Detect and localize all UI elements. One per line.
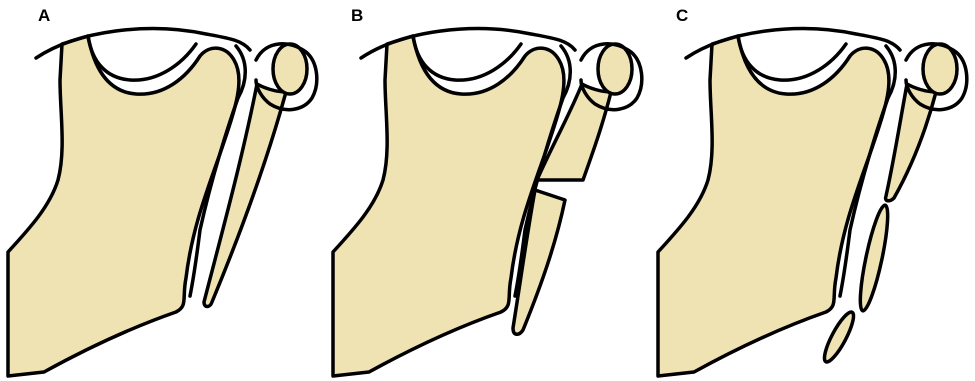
- styloid-segment-3-c: [820, 309, 859, 365]
- diagram-c: [650, 0, 975, 381]
- panel-a: A: [0, 0, 325, 381]
- mastoid-process-c: [923, 44, 957, 94]
- fossa-outline-b: [413, 36, 521, 80]
- fossa-outline-a: [88, 36, 196, 80]
- panel-label-c: C: [676, 6, 688, 26]
- panel-b: B: [325, 0, 650, 381]
- panel-label-b: B: [351, 6, 363, 26]
- diagram-b: [325, 0, 650, 381]
- panel-label-a: A: [38, 6, 50, 26]
- styloid-segment-2-c: [855, 204, 893, 313]
- fossa-outline-c: [738, 36, 846, 80]
- panel-c: C: [650, 0, 975, 381]
- diagram-a: [0, 0, 325, 381]
- styloid-segment-1-c: [886, 84, 936, 201]
- mastoid-process-b: [598, 44, 632, 94]
- mastoid-process-a: [273, 44, 307, 94]
